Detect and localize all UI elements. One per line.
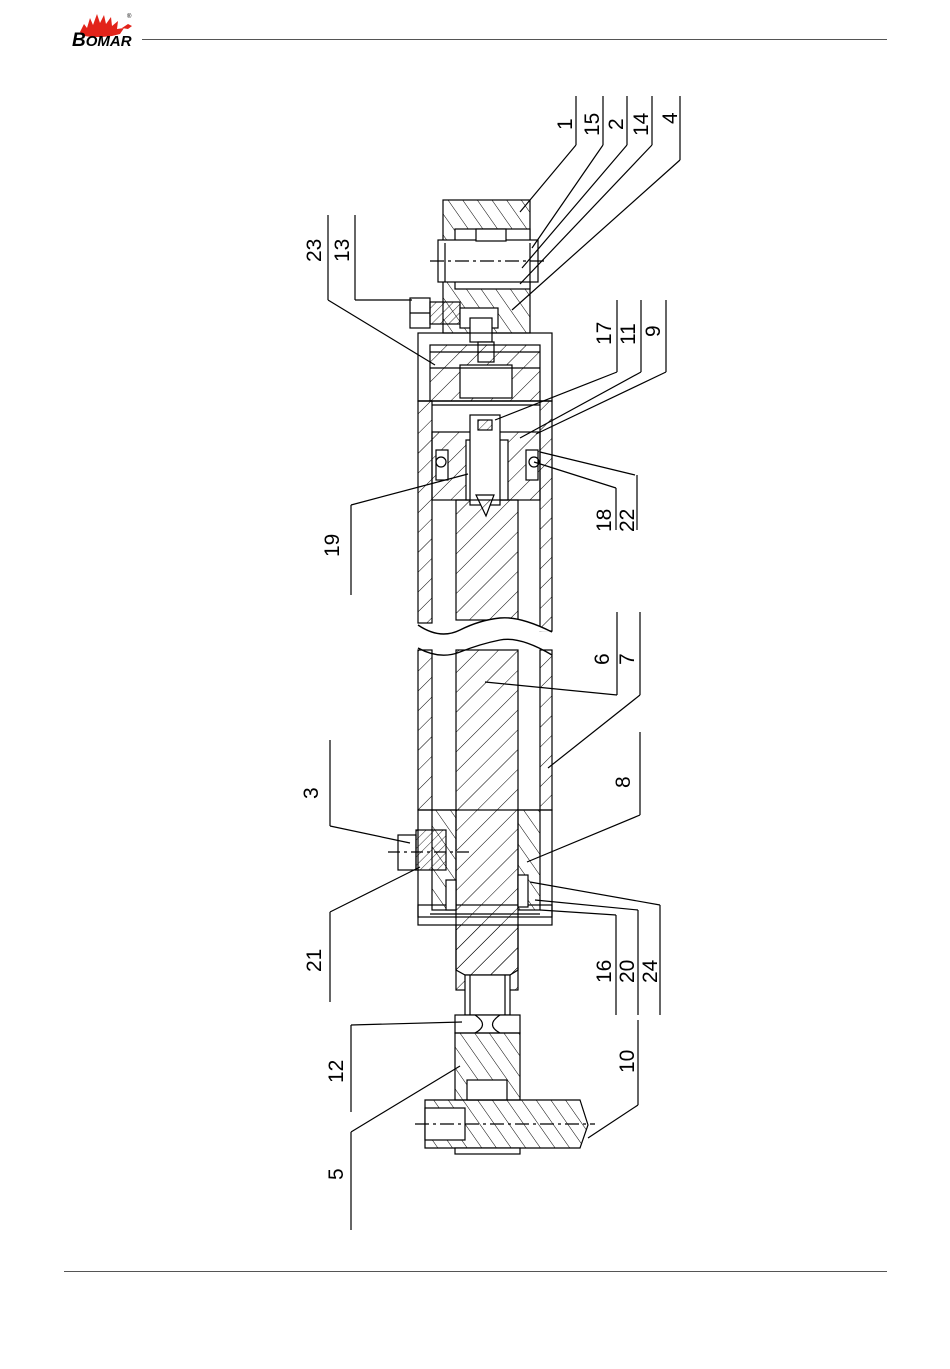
callout-21: 21	[303, 949, 326, 972]
callout-8: 8	[612, 776, 635, 788]
callout-6: 6	[591, 653, 614, 665]
callout-20: 20	[616, 960, 639, 983]
callout-10: 10	[616, 1050, 639, 1073]
callout-24: 24	[639, 959, 662, 983]
callout-16: 16	[593, 960, 616, 983]
callout-2: 2	[605, 118, 628, 130]
callout-14: 14	[630, 112, 653, 136]
callout-18: 18	[593, 509, 616, 532]
callout-17: 17	[593, 322, 616, 345]
callout-1: 1	[554, 118, 577, 130]
callout-4: 4	[659, 112, 682, 124]
callout-13: 13	[331, 239, 354, 262]
callout-9: 9	[642, 325, 665, 337]
callout-22: 22	[616, 509, 639, 532]
callout-23: 23	[303, 239, 326, 262]
callout-12: 12	[325, 1060, 348, 1083]
callout-19: 19	[321, 534, 344, 557]
callout-3: 3	[300, 787, 323, 799]
callout-11: 11	[617, 323, 640, 345]
callout-7: 7	[616, 653, 639, 665]
callout-15: 15	[581, 113, 604, 136]
callout-5: 5	[325, 1168, 348, 1180]
